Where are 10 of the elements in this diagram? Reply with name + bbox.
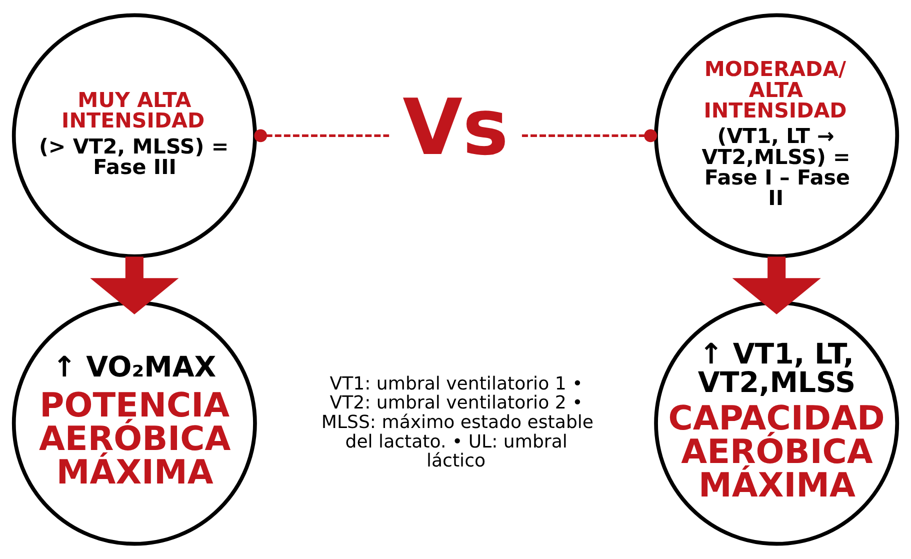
node-circle: ↑ VO₂MAX POTENCIA AERÓBICA MÁXIMA bbox=[12, 300, 257, 546]
node-circle: ↑ VT1, LT, VT2,MLSS CAPACIDAD AERÓBICA MÁXIMA bbox=[654, 300, 900, 546]
arrow bbox=[732, 256, 821, 314]
node-circle: MODERADA/ ALTA INTENSIDAD (VT1, LT → VT2,MLSS) = Fase I – Fase II bbox=[654, 13, 900, 258]
label: VT1: umbral ventilatorio 1 • VT2: umbral ventilatorio 2 • MLSS: máximo estado estable del lactato. • UL: umbral láctico bbox=[321, 373, 594, 472]
node-circle: MUY ALTA INTENSIDAD (> VT2, MLSS) = Fase III bbox=[12, 13, 257, 258]
connector bbox=[254, 129, 390, 142]
node-text: Vs bbox=[402, 82, 509, 173]
arrow bbox=[90, 256, 179, 314]
connector bbox=[522, 129, 658, 142]
